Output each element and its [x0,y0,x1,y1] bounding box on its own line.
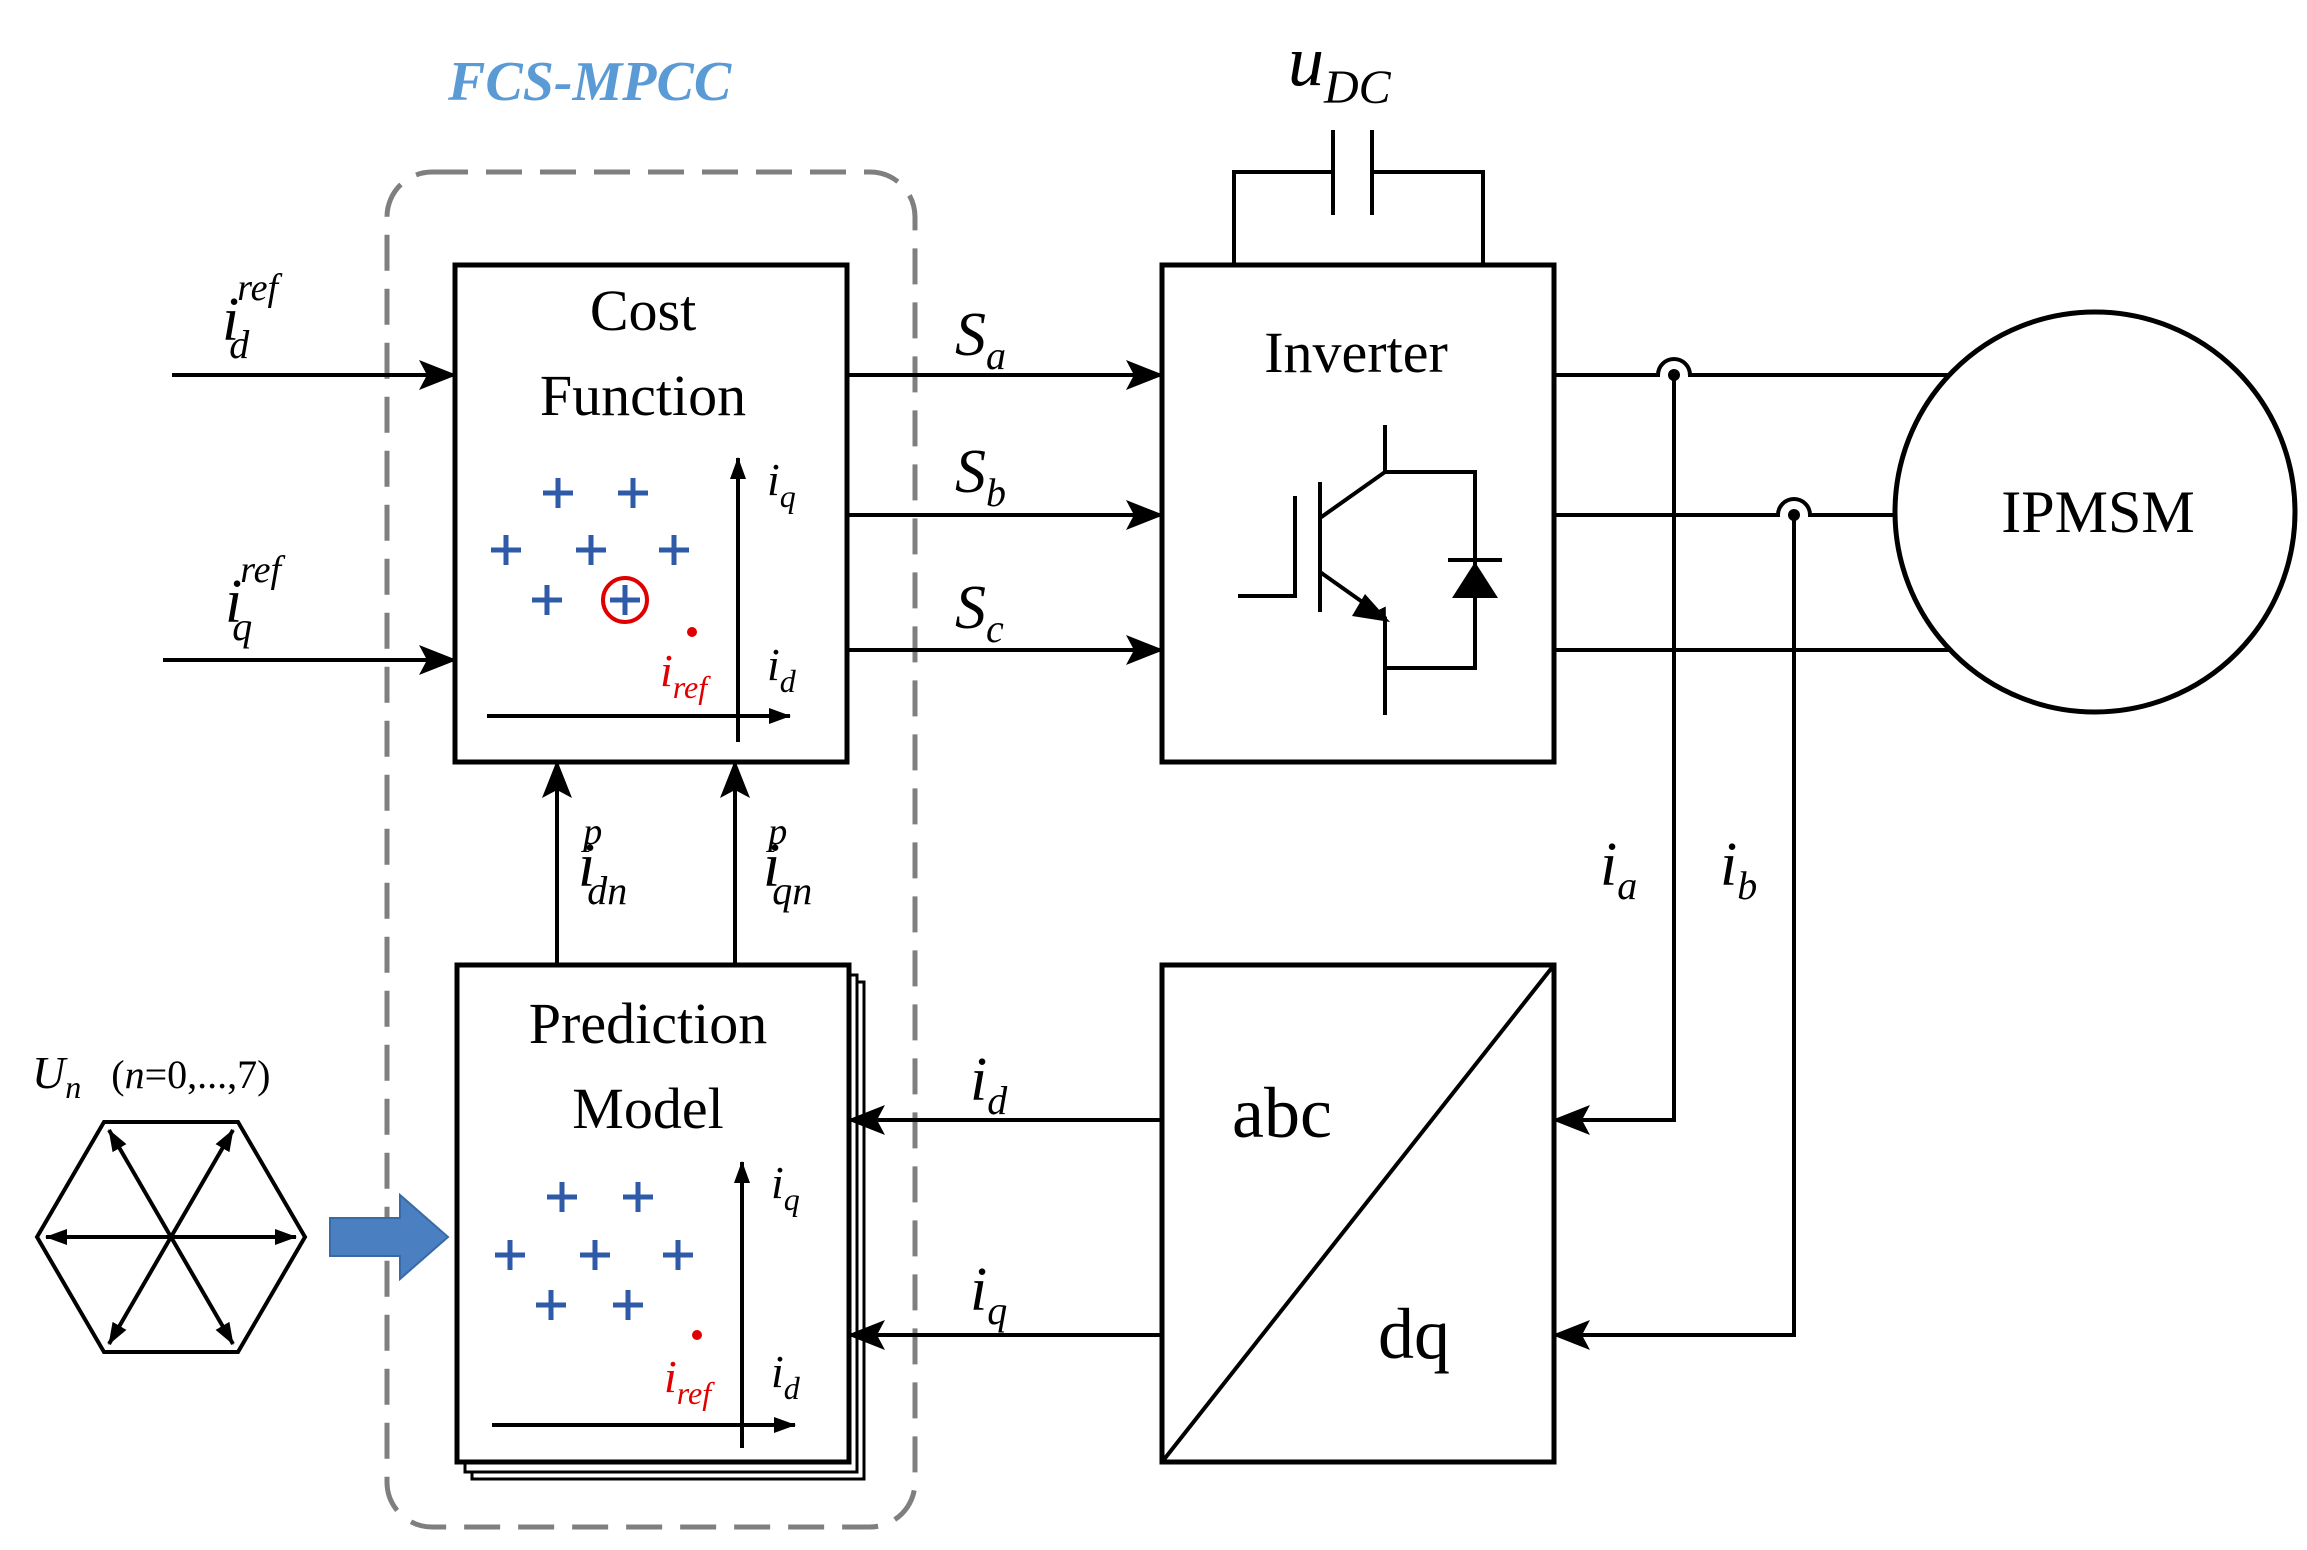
pred-iq-axis-label: iq [771,1157,800,1217]
inverter-label: Inverter [1264,320,1448,385]
diode-icon [1448,558,1502,598]
idn-predicted-label: idnp [578,811,627,913]
ia-junction [1668,369,1680,381]
selected-vector-marker [601,576,649,624]
cost-reference-label: iref [660,645,711,705]
iqn-predicted-label: iqnp [763,811,812,913]
phase-b-wire [1554,497,1895,517]
pred-id-axis-label: id [771,1346,801,1406]
cost-id-axis-label: id [767,639,797,699]
mpcc-boundary [384,169,918,1530]
id-ref-label: idref [222,267,282,367]
pred-reference-point [692,1330,702,1340]
hexagon-vector-icon [34,1120,308,1354]
capacitor-icon [1232,130,1485,265]
ipmsm-motor: IPMSM [1892,309,2298,715]
cost-function-block: Cost Function iq id iref [452,262,850,765]
cost-iq-axis-label: iq [767,454,796,514]
iq-ref-label: iqref [225,549,285,649]
cost-function-label-line2: Function [540,363,746,428]
id-feedback-label: id [970,1046,1008,1123]
abc-dq-transform-block: abc dq [1159,962,1557,1465]
phase-a-wire [1554,357,1950,377]
pred-candidate-markers [495,1182,693,1320]
sc-label: Sc [955,574,1004,651]
cost-candidate-markers [491,478,689,615]
dc-voltage-label: uDC [1288,21,1392,114]
prediction-model-label-line1: Prediction [529,991,767,1056]
voltage-vector-label: Un(n=0,...,7) [32,1047,270,1105]
cost-reference-point [687,627,697,637]
cost-function-label-line1: Cost [590,278,696,343]
ia-label: ia [1600,831,1637,908]
motor-label: IPMSM [2001,479,2194,545]
ib-feedback-wire [1552,515,1796,1350]
ib-junction [1788,509,1800,521]
transform-label-dq: dq [1378,1294,1450,1374]
ia-feedback-wire [1552,375,1676,1135]
prediction-model-block: Prediction Model iq id iref [454,962,866,1481]
inverter-block: Inverter [1159,262,1557,765]
sa-label: Sa [955,301,1006,378]
transform-label-abc: abc [1232,1073,1332,1153]
diagram-title: FCS-MPCC [447,51,732,113]
pred-reference-label: iref [664,1351,715,1411]
ib-label: ib [1720,831,1757,908]
iq-feedback-label: iq [970,1256,1007,1333]
sb-label: Sb [955,438,1006,515]
block-arrow-icon [329,1192,450,1282]
prediction-model-label-line2: Model [572,1076,723,1141]
